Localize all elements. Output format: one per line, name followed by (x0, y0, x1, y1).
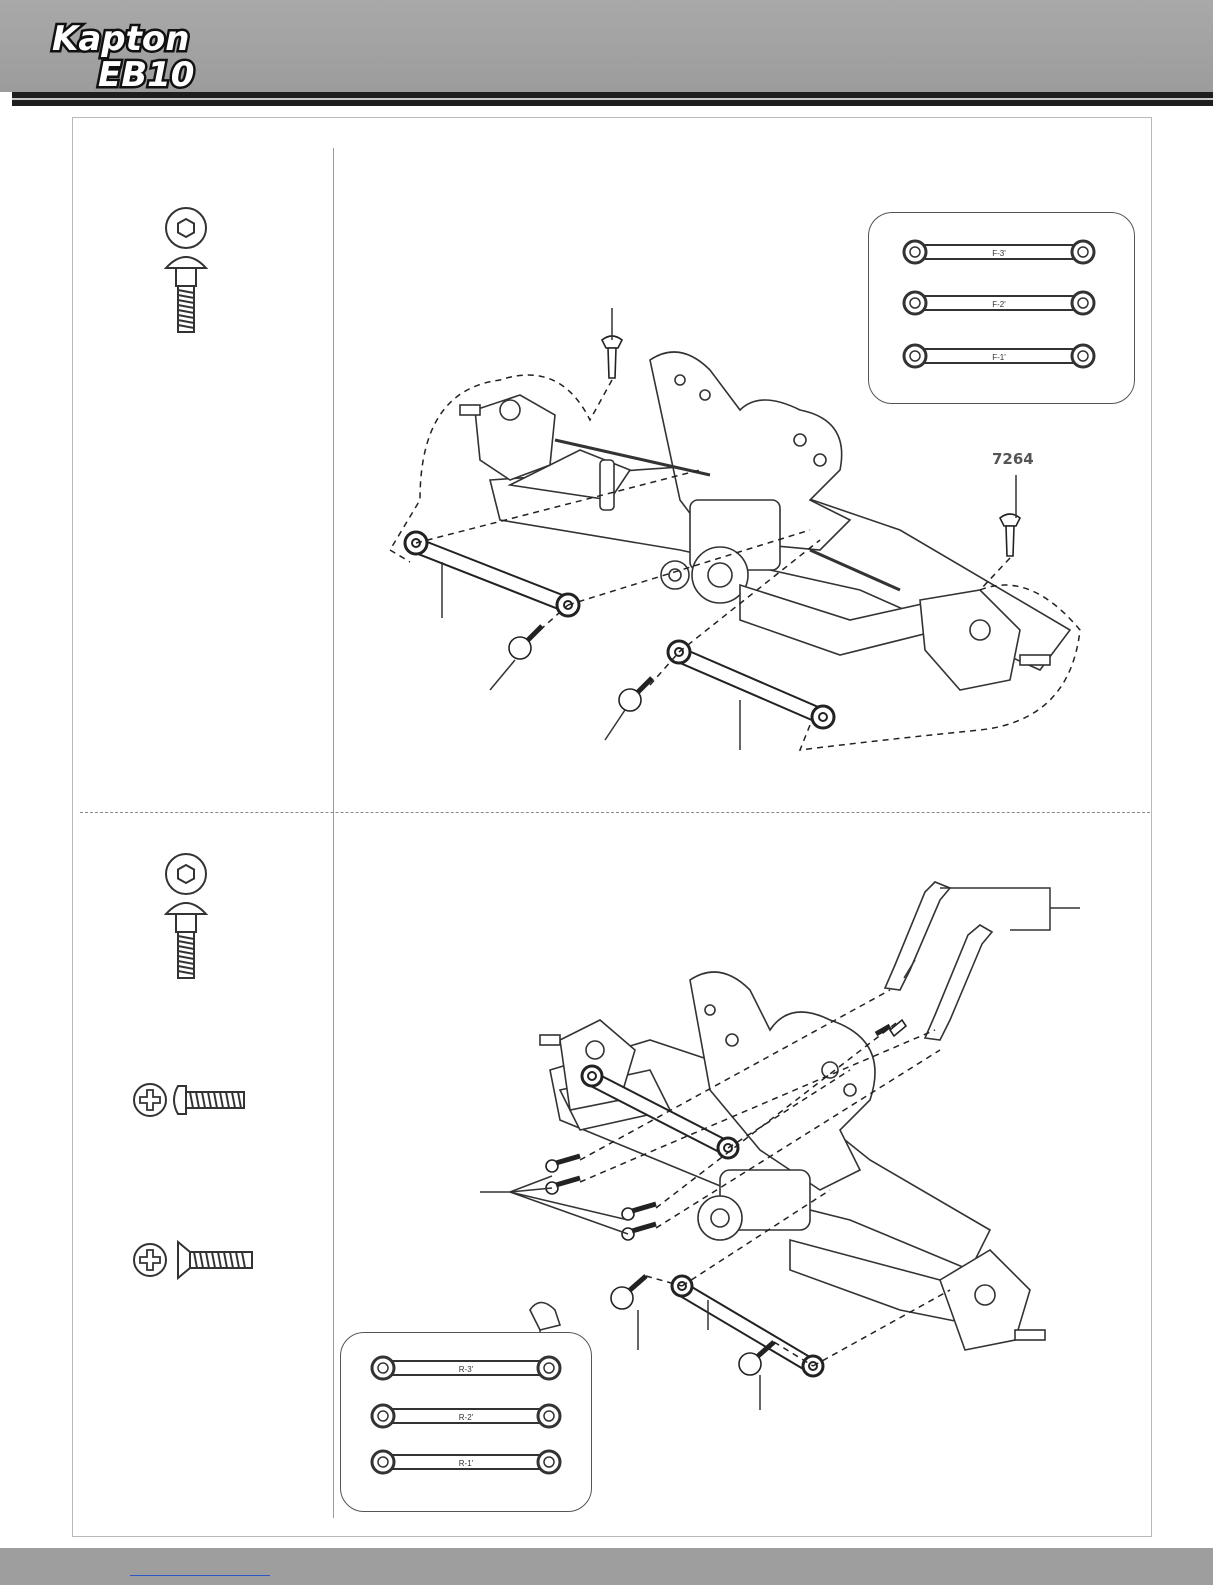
rear-chassis-exploded-diagram (470, 870, 1110, 1410)
phillips-button-head-screw-icon (130, 1080, 250, 1120)
button-head-hex-screw-icon (158, 852, 214, 982)
footer-link-underline[interactable] (130, 1575, 270, 1576)
turnbuckle-label: R-3' (459, 1365, 474, 1374)
turnbuckle-label: F-3' (992, 249, 1006, 258)
turnbuckle-r2: R-2' (372, 1405, 560, 1427)
turnbuckle-front-left (405, 532, 579, 616)
button-head-hex-screw-icon (158, 206, 214, 336)
turnbuckle-front-right (668, 641, 834, 728)
turnbuckle-label: R-1' (459, 1459, 474, 1468)
step-divider (80, 812, 1150, 813)
footer-band (0, 1548, 1213, 1585)
phillips-flat-head-screw-icon (130, 1240, 260, 1280)
column-divider (333, 148, 334, 1518)
turnbuckle-f3: F-3' (904, 241, 1094, 263)
turnbuckle-r1: R-1' (372, 1451, 560, 1473)
turnbuckle-r3: R-3' (372, 1357, 560, 1379)
logo-text-line2: EB10 (98, 55, 194, 95)
logo-text-line1: Kapton (52, 19, 189, 59)
turnbuckle-label: R-2' (459, 1413, 474, 1422)
front-chassis-exploded-diagram (380, 300, 1120, 760)
rear-turnbuckle-inset: R-3' R-2' R-1' (340, 1332, 592, 1512)
kapton-eb10-logo: Kapton EB10 (40, 16, 230, 96)
